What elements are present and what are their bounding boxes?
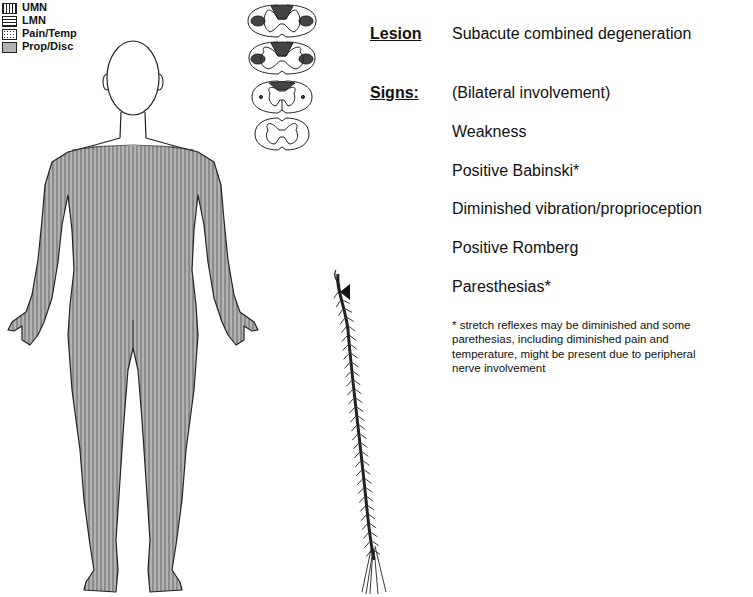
nerve-root: [352, 363, 358, 367]
legend-text: UMN: [22, 1, 47, 14]
nerve-root: [360, 434, 366, 438]
nerve-root: [367, 497, 373, 501]
nerve-root: [336, 301, 340, 307]
nerve-root: [355, 389, 361, 393]
nerve-root: [351, 426, 356, 432]
nerve-root: [343, 300, 350, 303]
nerve-root: [360, 506, 365, 512]
nerve-root: [352, 354, 358, 358]
signs-heading: Signs:: [370, 83, 419, 102]
nerve-root: [372, 541, 378, 545]
nerve-root: [361, 515, 366, 521]
nerve-root: [370, 524, 376, 528]
spinal-cord-drawing: [334, 270, 386, 594]
nerve-root: [365, 542, 370, 548]
nerve-root: [357, 479, 362, 485]
sign-item: Positive Babinski*: [452, 161, 579, 180]
sign-item: Positive Romberg: [452, 238, 578, 257]
sign-item: Weakness: [452, 122, 526, 141]
cord-sections: [248, 5, 316, 150]
nerve-root: [341, 327, 346, 333]
nerve-root: [346, 381, 351, 387]
legend-swatch: [2, 29, 17, 40]
sign-item: Diminished vibration/proprioception: [452, 199, 702, 218]
nerve-root: [363, 533, 368, 539]
sign-item: Paresthesias*: [452, 277, 551, 296]
nerve-root: [349, 408, 354, 414]
nerve-root: [347, 390, 352, 396]
nerve-root: [363, 461, 369, 465]
legend-swatch: [2, 42, 17, 53]
lesion-name: Subacute combined degeneration: [452, 24, 691, 43]
nerve-root: [352, 434, 357, 440]
body-figure: [8, 41, 258, 592]
nerve-root: [345, 363, 350, 369]
nerve-root: [358, 416, 364, 420]
nerve-root: [354, 452, 359, 458]
legend-text: Pain/Temp: [22, 27, 77, 40]
nerve-root: [344, 354, 349, 360]
nerve-root: [334, 292, 338, 298]
nerve-root: [355, 461, 360, 467]
footnote: * stretch reflexes may be diminished and…: [452, 318, 697, 376]
nerve-root: [341, 292, 347, 296]
nerve-root: [353, 372, 359, 376]
nerve-root: [366, 488, 372, 492]
nerve-root: [349, 327, 355, 331]
nerve-root: [351, 345, 357, 349]
nerve-root: [343, 345, 348, 350]
nerve-root: [347, 318, 353, 322]
nerve-root: [354, 380, 360, 384]
legend-text: Prop/Disc: [22, 40, 73, 53]
nerve-root: [342, 336, 347, 341]
nerve-root: [362, 452, 368, 456]
nerve-root: [358, 488, 363, 494]
nerve-root: [356, 398, 362, 402]
nerve-root: [359, 497, 364, 503]
nerve-root: [338, 310, 342, 316]
nerve-root: [365, 479, 371, 483]
lesion-heading: Lesion: [370, 24, 422, 43]
legend-swatch: [2, 16, 17, 27]
nerve-root: [356, 470, 361, 476]
nerve-root: [361, 443, 367, 447]
nerve-root: [364, 470, 370, 474]
nerve-root: [371, 532, 377, 536]
nerve-root: [353, 443, 358, 449]
nerve-root: [340, 318, 344, 324]
nerve-root: [345, 372, 350, 378]
nerve-root: [345, 309, 352, 313]
nerve-root: [357, 407, 363, 411]
nerve-root: [348, 399, 353, 405]
nerve-root: [350, 336, 356, 341]
sign-item: (Bilateral involvement): [452, 83, 610, 102]
nerve-root: [374, 550, 380, 554]
nerve-root: [366, 551, 371, 557]
nerve-root: [359, 425, 365, 429]
nerve-root: [350, 417, 355, 423]
legend-text: LMN: [22, 14, 46, 27]
nerve-root: [362, 524, 367, 530]
legend-swatch: [2, 3, 17, 14]
nerve-root: [369, 515, 375, 519]
nerve-root: [368, 506, 374, 510]
